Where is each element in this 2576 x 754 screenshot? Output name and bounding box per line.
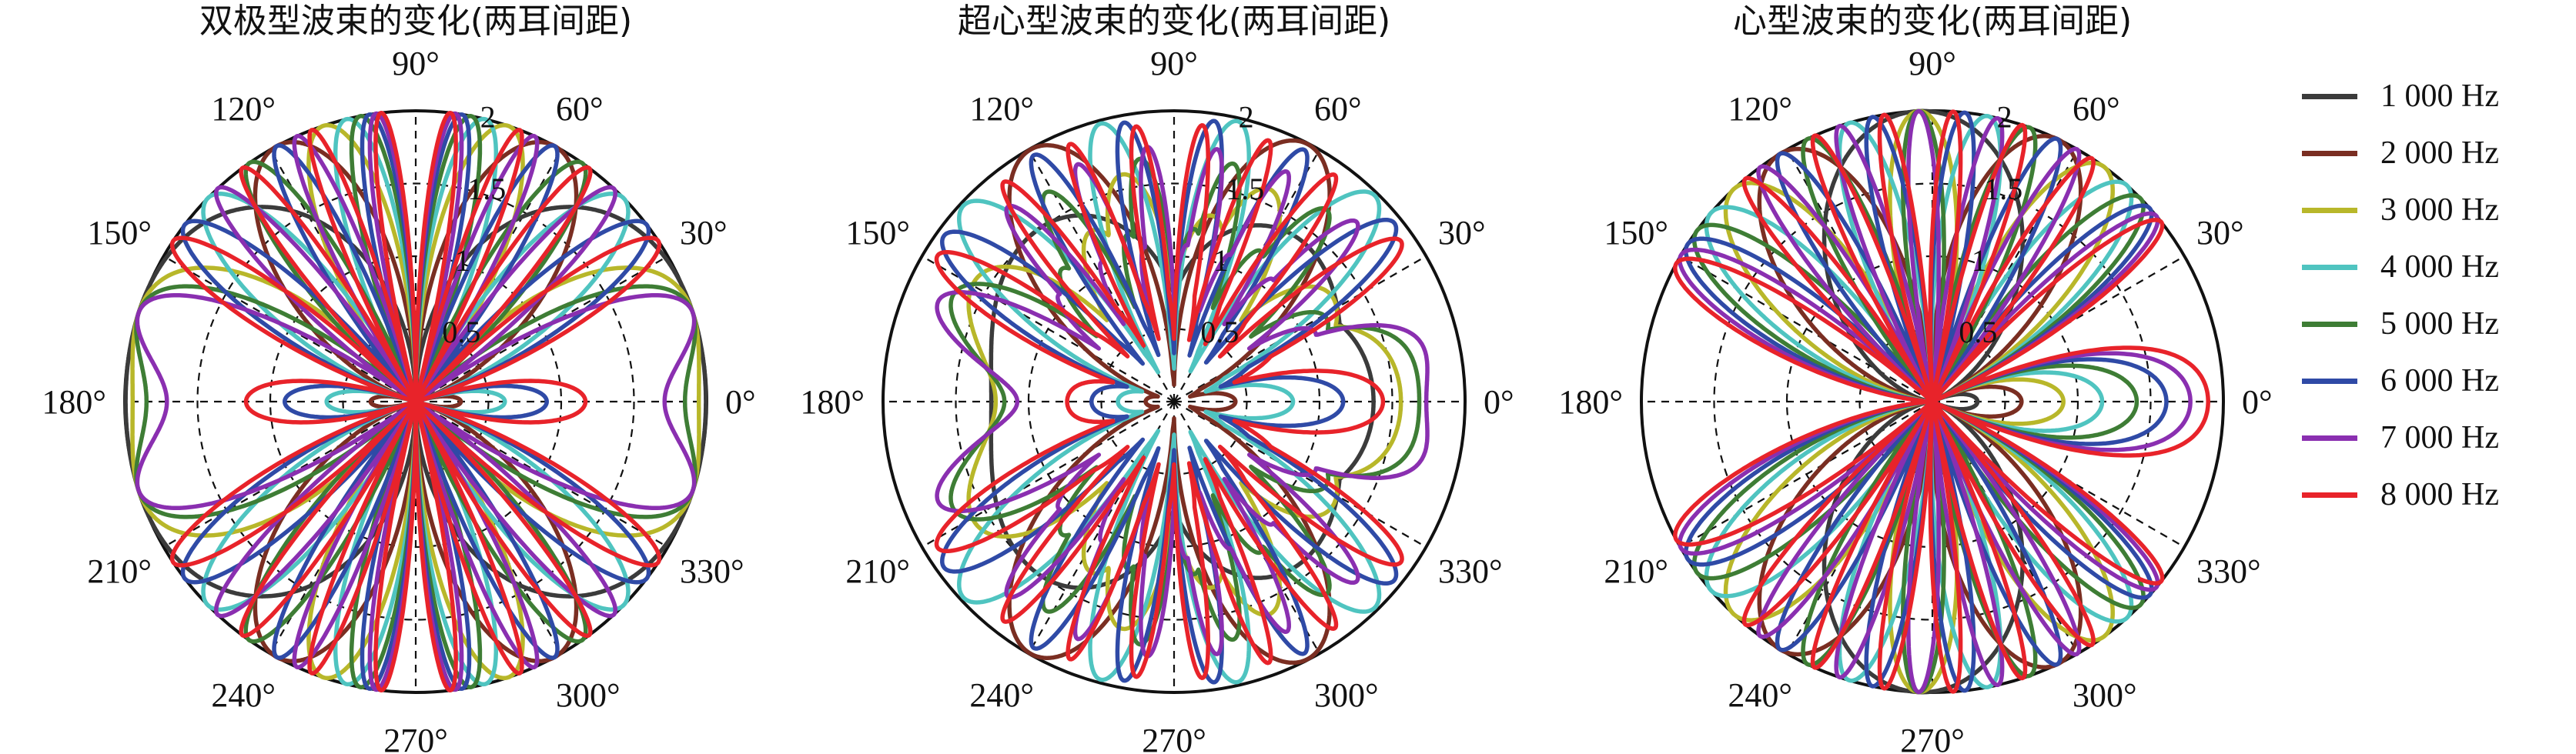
legend-label: 4 000 Hz [2380,249,2499,285]
series-line [130,122,701,681]
angle-label: 120° [211,90,276,128]
legend-label: 2 000 Hz [2380,135,2499,171]
angle-label: 150° [87,214,152,252]
polar-chart: 双极型波束的变化(两耳间距) 0.5 1 1.5 2 0° 30° 60° 90° 120° 150… [42,2,755,754]
legend-swatch [2302,492,2357,498]
angle-label: 120° [1728,90,1792,128]
angle-label: 150° [1604,214,1668,252]
radial-tick-label: 1.5 [467,172,506,206]
angle-label: 270° [1900,722,1965,754]
series-line [934,123,1404,680]
legend-label: 1 000 Hz [2380,78,2499,114]
angle-label: 210° [1604,552,1668,590]
radial-tick-label: 0.5 [1200,315,1239,349]
outer-circle [882,109,1467,694]
angle-label: 30° [680,214,728,252]
angle-label: 60° [2073,90,2120,128]
radial-tick-label: 1 [1213,243,1229,278]
legend-swatch [2302,207,2357,213]
radial-tick-label: 1.5 [1226,172,1264,206]
series-line [169,110,662,693]
angle-label: 210° [845,552,910,590]
legend-label: 6 000 Hz [2380,363,2499,399]
series-line [1007,138,1332,666]
radial-tick-label: 2 [1239,100,1254,135]
angle-label: 180° [800,383,865,421]
grid-circle [955,182,1393,621]
angle-label: 30° [1438,214,1486,252]
angle-label: 0° [1484,383,1514,421]
radial-tick-label: 0.5 [1959,315,1997,349]
angle-label: 60° [1314,90,1362,128]
angle-label: 210° [87,552,152,590]
angle-label: 180° [1558,383,1623,421]
radial-tick-label: 1 [1972,243,1987,278]
legend-item: 2 000 Hz [2302,125,2499,182]
angle-label: 30° [2196,214,2244,252]
legend-label: 5 000 Hz [2380,306,2499,342]
angle-label: 0° [2242,383,2273,421]
legend: 1 000 Hz 2 000 Hz 3 000 Hz 4 000 Hz 5 00… [2302,68,2499,523]
legend-item: 1 000 Hz [2302,68,2499,125]
series-line [253,139,579,664]
angle-label: 300° [2073,676,2137,714]
angle-label: 120° [969,90,1034,128]
angle-label: 90° [1150,45,1198,82]
angle-label: 240° [1728,676,1792,714]
legend-label: 3 000 Hz [2380,192,2499,228]
legend-item: 8 000 Hz [2302,466,2499,523]
grid-circle [1713,182,2152,621]
angle-label: 300° [1314,676,1379,714]
legend-swatch [2302,150,2357,156]
radial-tick-label: 2 [1997,100,2012,135]
chart-title: 心型波束的变化(两耳间距) [1733,2,2132,41]
legend-item: 4 000 Hz [2302,239,2499,295]
angle-label: 330° [680,552,744,590]
angle-label: 150° [845,214,910,252]
legend-item: 7 000 Hz [2302,409,2499,466]
legend-label: 7 000 Hz [2380,420,2499,455]
series-line [180,112,651,691]
grid-spoke [1680,255,1933,402]
radial-tick-label: 1.5 [1984,172,2022,206]
series-line [134,114,698,689]
angle-label: 300° [556,676,621,714]
legend-swatch [2302,264,2357,270]
angle-label: 0° [725,383,756,421]
series-line [1673,109,2210,694]
angle-label: 240° [969,676,1034,714]
angle-label: 330° [2196,552,2261,590]
legend-item: 5 000 Hz [2302,295,2499,352]
legend-swatch [2302,321,2357,327]
angle-label: 180° [42,383,106,421]
polar-chart: 心型波束的变化(两耳间距) 0.5 1 1.5 2 0° 30° 60° 90° 120° 150°… [1558,2,2272,754]
grid-spoke [1680,401,1933,548]
radial-tick-label: 2 [480,100,496,135]
series-line [935,145,1430,659]
chart-title: 双极型波束的变化(两耳间距) [199,2,632,41]
angle-label: 270° [1142,722,1206,754]
radial-tick-label: 1 [455,243,470,278]
polar-chart: 超心型波束的变化(两耳间距) 0.5 1 1.5 2 0° 30° 60° 90° 120° 150… [800,2,1514,754]
radial-tick-label: 0.5 [442,315,480,349]
series-line [123,205,708,599]
angle-label: 90° [392,45,440,82]
legend-item: 6 000 Hz [2302,352,2499,409]
legend-swatch [2302,378,2357,384]
legend-swatch [2302,93,2357,99]
angle-label: 240° [211,676,276,714]
chart-title: 超心型波束的变化(两耳间距) [958,2,1390,41]
grid-circle [196,182,635,621]
series-line [940,118,1399,685]
legend-item: 3 000 Hz [2302,182,2499,239]
angle-label: 330° [1438,552,1503,590]
angle-label: 270° [383,722,448,754]
series-line [135,111,697,692]
angle-label: 60° [556,90,604,128]
angle-label: 90° [1909,45,1956,82]
legend-swatch [2302,435,2357,441]
legend-label: 8 000 Hz [2380,477,2499,512]
